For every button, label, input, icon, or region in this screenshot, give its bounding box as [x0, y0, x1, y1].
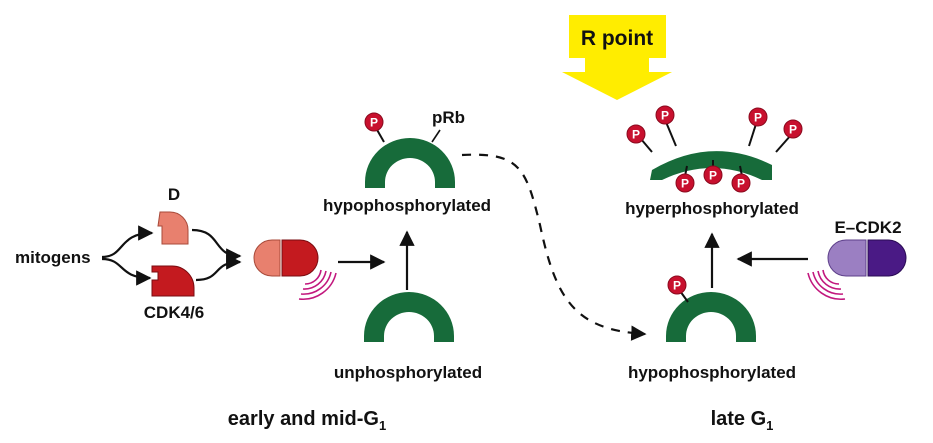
r-point-arrow [562, 15, 672, 100]
phosphate-label: P [673, 279, 681, 293]
prb-hypophos-early-arch [365, 138, 455, 188]
mitogen-arrows [101, 225, 242, 286]
ecdk2-magenta-arcs [807, 269, 846, 301]
phosphate-group: P [703, 165, 723, 185]
prb-label-pointer [431, 129, 441, 143]
cyclin-e-cdk2-complex [807, 239, 907, 301]
late-phase-label: late G1 [711, 408, 774, 433]
cyclin-d-cdk46-complex [253, 239, 337, 301]
phosphate-group: P [783, 119, 803, 139]
prb-label: pRb [432, 108, 465, 127]
e-cdk2-label: E–CDK2 [834, 218, 901, 237]
phosphate-label: P [661, 109, 669, 123]
complex-cyclin-e [827, 239, 867, 277]
phosphate-label: P [370, 116, 378, 130]
phosphate-group: P [364, 112, 384, 132]
complex-cdk2 [867, 239, 907, 277]
arrow-to-cdk46 [101, 257, 152, 286]
phosphate-group: P [675, 173, 695, 193]
phosphate-label: P [754, 111, 762, 125]
phosphate-label: P [681, 177, 689, 191]
prb-unphos-arch [364, 292, 454, 342]
dashed-transition-arrow [461, 153, 647, 341]
cdk46-shape [151, 265, 195, 297]
arrow-cyclin-d-to-complex [191, 228, 242, 264]
hypophosphorylated-rb-late: P [666, 275, 756, 342]
hypophosphorylated-late-label: hypophosphorylated [628, 363, 796, 382]
prb-hyperphos-arch [650, 151, 772, 180]
cdk46-label: CDK4/6 [144, 303, 204, 322]
phosphate-label: P [709, 169, 717, 183]
phosphate-group: P [731, 173, 751, 193]
complex-cdk46 [281, 239, 319, 277]
phosphate-group: P [667, 275, 687, 295]
phosphate-group: P [655, 105, 675, 125]
unphosphorylated-rb [364, 292, 454, 342]
arrow-to-cyclin-d [101, 225, 154, 259]
phosphate-label: P [737, 177, 745, 191]
mitogens-label: mitogens [15, 248, 91, 267]
phosphate-group: P [748, 107, 768, 127]
cyclin-d-label: D [168, 185, 180, 204]
hypophosphorylated-early-label: hypophosphorylated [323, 196, 491, 215]
hyperphosphorylated-label: hyperphosphorylated [625, 199, 799, 218]
r-point-label: R point [581, 27, 653, 50]
phosphate-group: P [626, 124, 646, 144]
complex-cyclin-d [253, 239, 281, 277]
arrow-cdk46-to-complex [195, 254, 242, 282]
r-point-indicator: R point [562, 15, 672, 100]
prb-hypophos-late-arch [666, 292, 756, 342]
early-phase-label: early and mid-G1 [228, 408, 386, 433]
cyclin-d-shape [157, 211, 189, 245]
phosphate-label: P [632, 128, 640, 142]
hypophosphorylated-rb-early: P [364, 112, 455, 188]
hyperphosphorylated-rb: P P P P P P P [626, 105, 803, 193]
unphosphorylated-label: unphosphorylated [334, 363, 482, 382]
complex-magenta-arcs [298, 269, 337, 301]
phosphate-label: P [789, 123, 797, 137]
